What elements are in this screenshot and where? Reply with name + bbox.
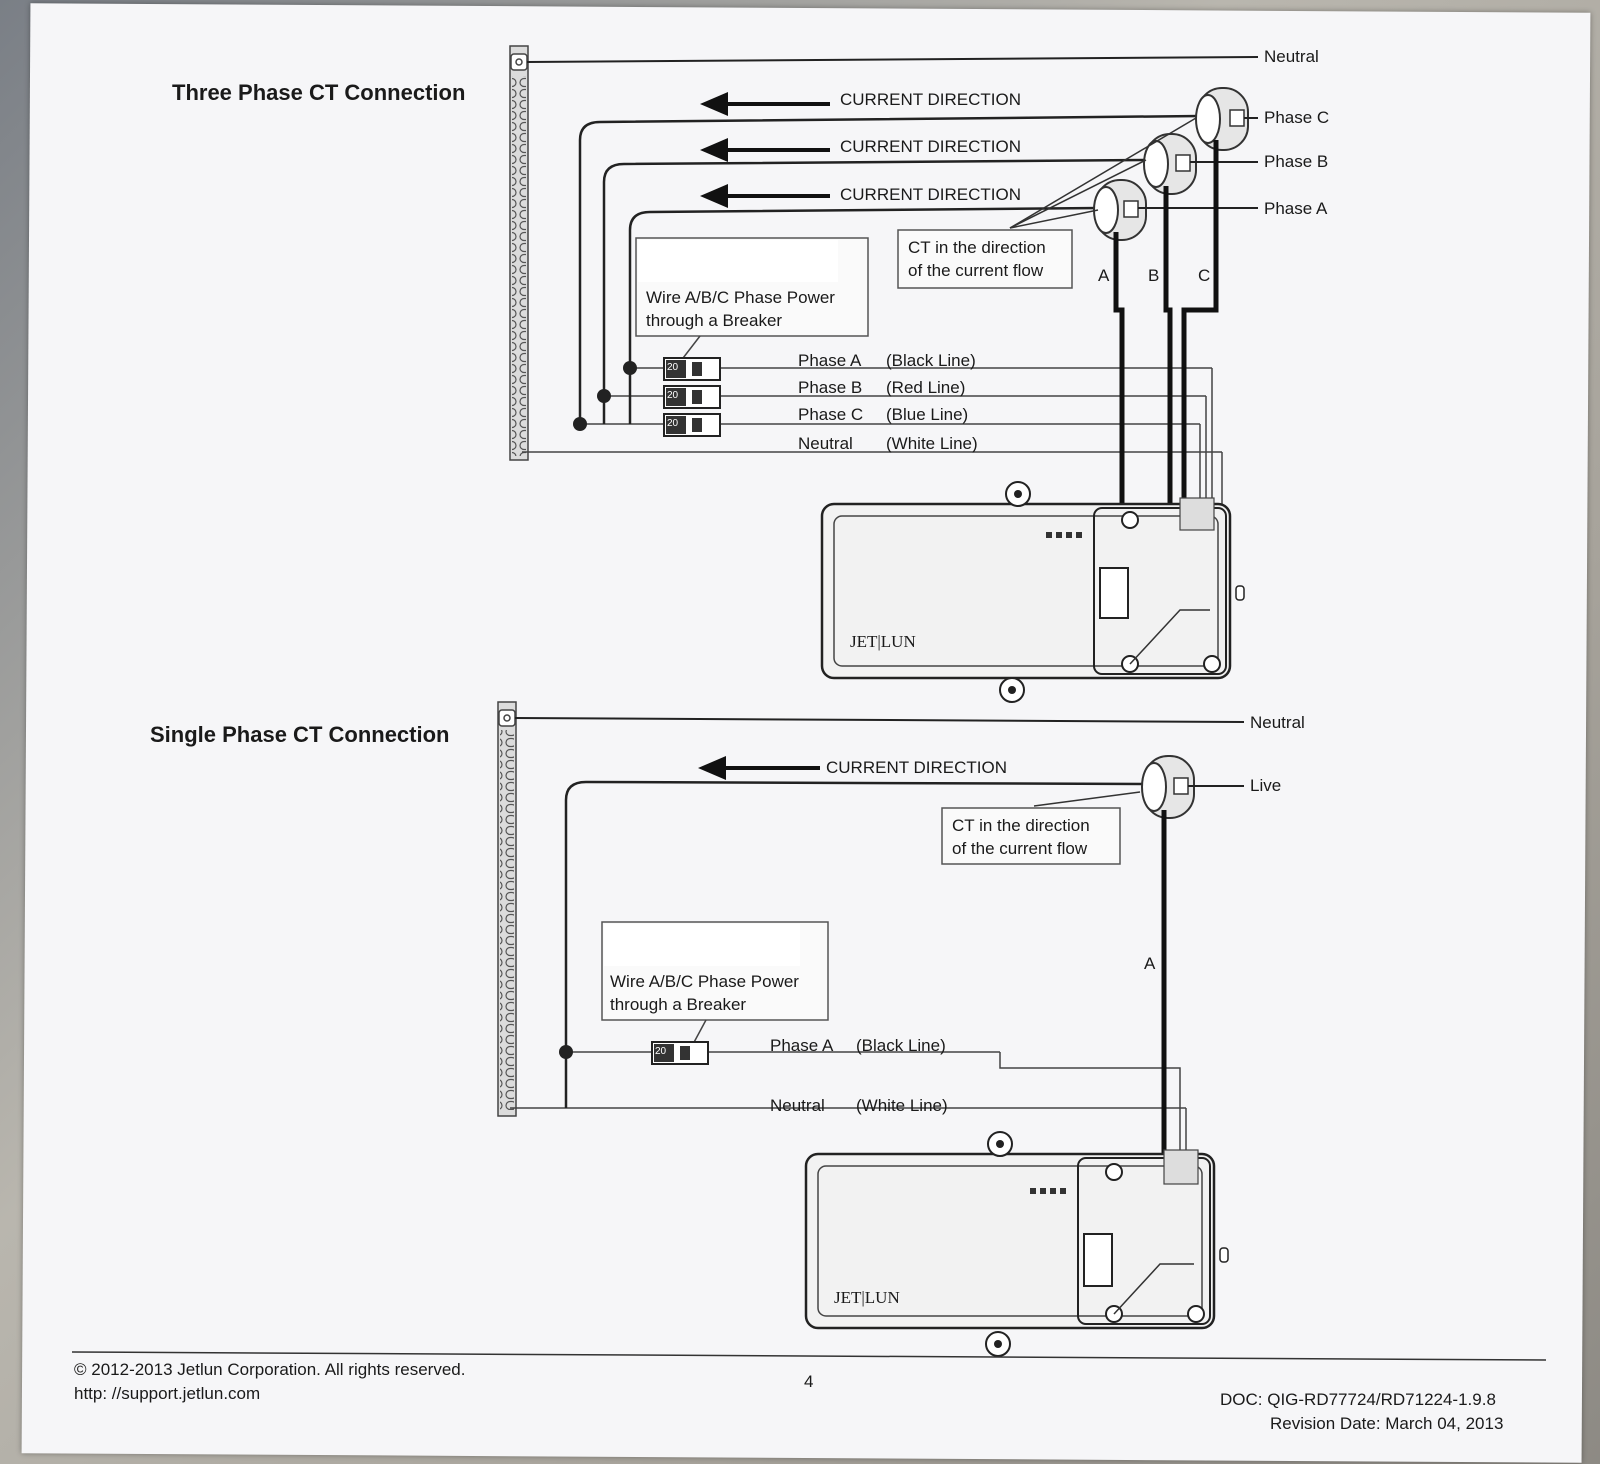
power-meter-1ph [804,1131,1229,1357]
line-label-neutral-3ph: Neutral [798,434,853,453]
copyright-text: © 2012-2013 Jetlun Corporation. All righ… [74,1360,466,1379]
breaker-note-1ph: Wire A/B/C Phase Power through a Breaker [610,972,799,1014]
ct-note-box-1ph [941,807,1121,865]
breakers-3ph [663,357,721,437]
phase-a-label: Phase A [1264,199,1328,218]
three-phase-diagram [509,45,1259,703]
ct-clamp-1ph [1141,755,1244,819]
current-direction-label-1: CURRENT DIRECTION [840,90,1022,109]
line-color-black-1ph: (Black Line) [856,1036,946,1055]
revision-date: Revision Date: March 04, 2013 [1270,1414,1504,1433]
ct-note-1ph: CT in the direction of the current flow [952,816,1090,858]
current-direction-label-1ph: CURRENT DIRECTION [826,758,1008,777]
wire-letter-b: B [1148,266,1160,285]
ct-clamps-3ph [1093,87,1258,241]
current-direction-label-3: CURRENT DIRECTION [840,185,1022,204]
three-phase-title: Three Phase CT Connection [172,80,466,105]
breaker-1ph [651,1041,709,1065]
line-label-phase-b: Phase B [798,378,863,397]
doc-id: DOC: QIG-RD77724/RD71224-1.9.8 [1220,1390,1496,1409]
ct-note-3ph: CT in the direction of the current flow [908,238,1046,280]
line-label-phase-c: Phase C [798,405,864,424]
footer-rule [71,1351,1547,1361]
brand-logo-3ph: JET|LUN [850,632,916,651]
line-color-white-1ph: (White Line) [856,1096,948,1115]
line-color-black: (Black Line) [886,351,976,370]
single-phase-title: Single Phase CT Connection [150,722,450,747]
wire-letter-a-1ph: A [1144,954,1156,973]
brand-logo-1ph: JET|LUN [834,1288,900,1307]
line-color-red: (Red Line) [886,378,966,397]
breaker-rating-1ph: 20 [655,1046,667,1057]
phase-c-label: Phase C [1264,108,1330,127]
ct-note-box-3ph [897,229,1073,289]
line-color-white-3ph: (White Line) [886,434,978,453]
breaker-rating-2: 20 [667,390,679,401]
wire-letter-c: C [1198,266,1211,285]
page-number: 4 [804,1372,814,1391]
breaker-rating-1: 20 [667,362,679,373]
neutral-label-1ph: Neutral [1250,713,1305,732]
single-phase-diagram [497,701,1245,1357]
live-label: Live [1250,776,1282,795]
line-label-phase-a-1ph: Phase A [770,1036,834,1055]
support-url[interactable]: http: //support.jetlun.com [74,1384,261,1403]
neutral-label-3ph: Neutral [1264,47,1319,66]
power-meter-3ph [820,481,1245,703]
wire-letter-a: A [1098,266,1110,285]
line-color-blue: (Blue Line) [886,405,969,424]
current-direction-arrows-3ph [700,92,830,208]
line-label-phase-a: Phase A [798,351,862,370]
breaker-note-3ph: Wire A/B/C Phase Power through a Breaker [646,288,835,330]
phase-b-label: Phase B [1264,152,1329,171]
breaker-rating-3: 20 [667,418,679,429]
current-direction-label-2: CURRENT DIRECTION [840,137,1022,156]
line-label-neutral-1ph: Neutral [770,1096,825,1115]
